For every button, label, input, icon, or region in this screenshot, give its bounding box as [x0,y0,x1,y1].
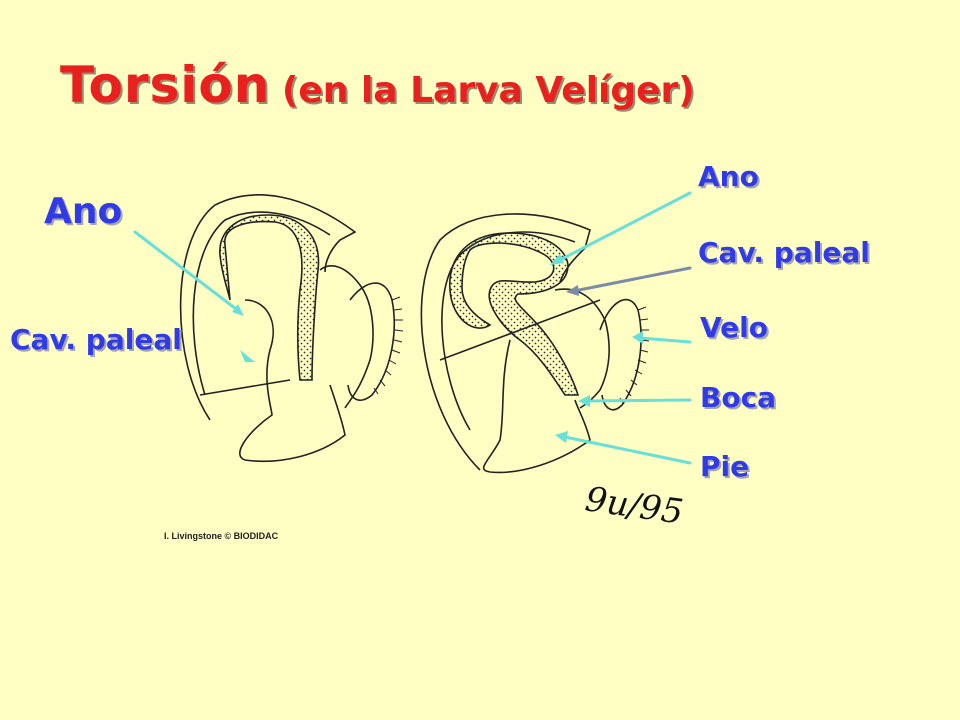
title-main: Torsión [60,56,271,114]
label-right-pie: Pie [700,450,750,483]
left-velum-cilia [373,296,404,395]
left-velum [347,282,395,401]
right-velum [599,298,642,411]
arrow-right-cav-paleal-head [566,285,579,296]
left-gut [219,214,320,381]
left-shell-inner [192,211,331,396]
label-right-velo: Velo [700,311,768,344]
arrow-left-ano-head [232,304,244,316]
right-body [483,339,591,474]
title-subtitle: (en la Larva Velíger) [281,70,695,111]
left-shell-outer [179,194,357,421]
right-gut-coil [449,232,580,396]
arrow-right-boca-head [578,395,590,407]
image-credit: I. Livingstone © BIODIDAC [164,531,279,541]
label-right-cav-paleal: Cav. paleal [698,236,870,269]
arrow-left-ano [133,230,242,314]
arrow-right-pie [563,435,692,465]
left-body [239,299,346,463]
right-shell-outer [420,213,591,471]
label-right-boca: Boca [700,381,777,414]
arrow-right-velo-head [632,331,643,344]
label-arrows [133,191,692,465]
label-right-ano: Ano [698,160,759,193]
left-mantle-edge [199,379,291,396]
label-left-cav-paleal: Cav. paleal [10,323,182,356]
arrow-left-cav-paleal-head [240,350,255,362]
label-left-ano: Ano [44,191,123,232]
arrow-right-velo [638,336,692,344]
arrow-right-boca [586,398,692,403]
arrow-right-cav-paleal [572,266,692,293]
right-velum-cilia [619,306,650,405]
page-title: Torsión (en la Larva Velíger) [60,56,695,114]
arrow-right-pie-head [555,431,568,443]
left-foot [319,265,374,409]
right-larva-drawing [420,213,650,474]
arrow-right-ano-head [550,254,564,265]
left-larva-drawing [179,194,404,463]
arrow-right-ano [554,191,692,264]
